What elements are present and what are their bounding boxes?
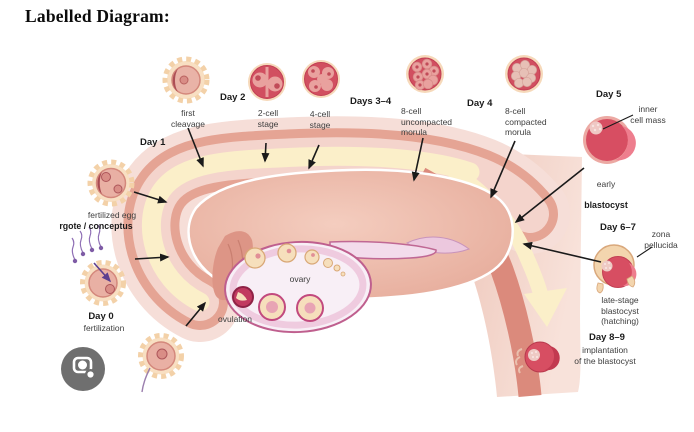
- camera-viewfinder-icon: [72, 356, 96, 380]
- four-cell-stage-cell: [302, 60, 340, 98]
- fallopian-tube: [111, 116, 570, 342]
- label-8-cell-compacted-morula: 8-cell compacted morula: [505, 106, 547, 137]
- label-zona-pellucida: zona pellucida: [644, 229, 678, 250]
- fertilized-egg-cell: [87, 159, 135, 207]
- implanting-blastocyst-cell: [515, 341, 560, 374]
- label-2-cell-stage: 2-cell stage: [257, 108, 279, 129]
- early-blastocyst-cell: [583, 116, 636, 164]
- label-zygote-conceptus: rgote / conceptus: [59, 221, 133, 231]
- label-fertilized-egg: fertilized egg: [87, 210, 137, 220]
- label-first-cleavage: first cleavage: [170, 108, 206, 129]
- corpus-luteum: [232, 286, 324, 322]
- ovulated-egg-cell: [138, 333, 184, 393]
- label-8-cell-uncompacted-morula: 8-cell uncompacted morula: [401, 106, 453, 137]
- label-day-5: Day 5: [596, 89, 622, 100]
- day0-egg-with-sperm: [71, 224, 126, 306]
- label-4-cell-stage: 4-cell stage: [309, 109, 331, 130]
- leader-lines: [602, 114, 653, 258]
- label-early-blastocyst: early blastocyst: [584, 168, 628, 221]
- label-days-3-4: Days 3–4: [350, 96, 392, 107]
- eight-cell-compacted-morula-cell: [505, 55, 543, 93]
- label-day-6-7: Day 6–7: [600, 222, 636, 233]
- sperm-cells: [71, 224, 102, 261]
- label-fertilization: fertilization: [83, 323, 125, 333]
- label-implantation: implantation of the blastocyst: [574, 345, 636, 366]
- label-ovulation: ovulation: [217, 314, 253, 324]
- label-early: early: [596, 178, 616, 189]
- google-lens-button[interactable]: [61, 347, 105, 391]
- page-title: Labelled Diagram:: [25, 6, 170, 26]
- hatching-blastocyst-cell: [593, 244, 637, 294]
- label-inner-cell-mass: inner cell mass: [630, 104, 666, 125]
- eight-cell-uncompacted-morula-cell: [406, 55, 444, 93]
- label-blastocyst: blastocyst: [584, 199, 628, 210]
- label-ovary: ovary: [289, 274, 311, 284]
- stage-arrows: [133, 127, 602, 327]
- follicles: [244, 243, 346, 277]
- ovary: [224, 240, 437, 334]
- tube-lumen: [141, 146, 480, 312]
- first-cleavage-cell: [162, 56, 210, 104]
- label-day-0: Day 0: [88, 311, 114, 322]
- two-cell-stage-cell: [248, 63, 286, 101]
- label-day-2: Day 2: [220, 92, 246, 103]
- label-late-stage-blastocyst: late-stage blastocyst (hatching): [601, 295, 639, 326]
- label-day-4: Day 4: [467, 98, 493, 109]
- path-arrow-head: [524, 288, 567, 327]
- label-day-8-9: Day 8–9: [589, 332, 625, 343]
- label-day-1: Day 1: [140, 137, 166, 148]
